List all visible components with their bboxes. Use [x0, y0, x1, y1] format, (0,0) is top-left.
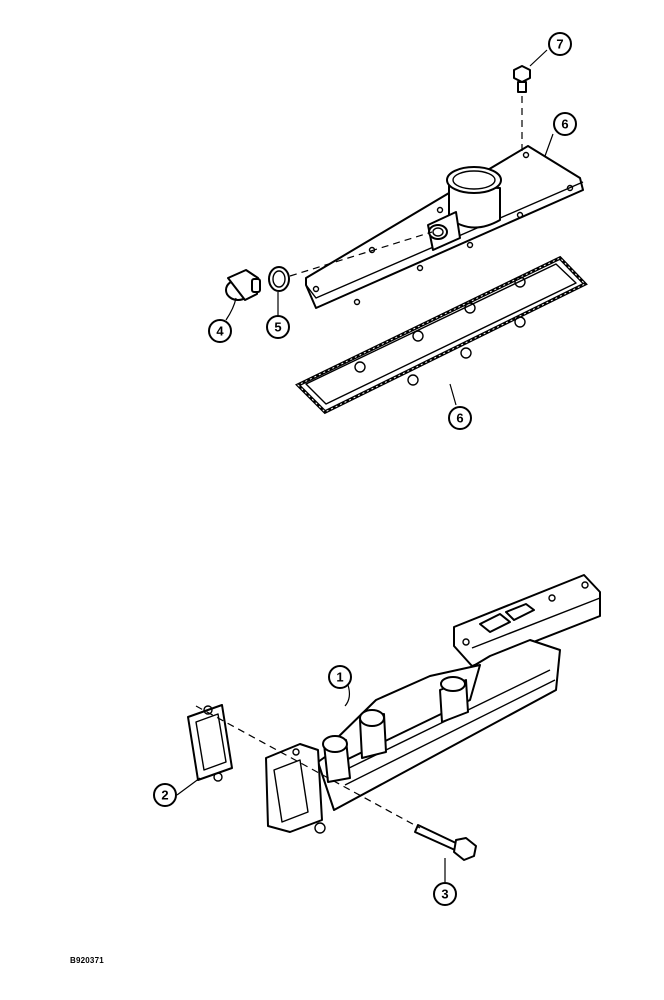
- drawing-reference-number: B920371: [70, 956, 104, 965]
- leader-line-1: [344, 684, 351, 707]
- cover-plate: [305, 145, 584, 309]
- cap-screw: [513, 65, 531, 93]
- callout-3: 3: [433, 882, 457, 906]
- svg-text:5: 5: [274, 320, 281, 335]
- leader-line-4: [225, 297, 237, 321]
- exhaust-manifold: [265, 574, 601, 834]
- callout-6-gasket: 6: [448, 406, 472, 430]
- leader-line-7: [529, 49, 548, 67]
- svg-text:7: 7: [556, 37, 563, 52]
- leader-line-6-gasket: [449, 383, 457, 406]
- callout-1: 1: [328, 665, 352, 689]
- svg-text:2: 2: [161, 788, 168, 803]
- callout-4: 4: [208, 319, 232, 343]
- svg-text:4: 4: [216, 324, 224, 339]
- callout-2: 2: [153, 783, 177, 807]
- alignment-line-plug: [289, 231, 433, 277]
- callout-7: 7: [548, 32, 572, 56]
- manifold-bolt: [414, 824, 477, 861]
- leader-line-6-cover: [544, 133, 554, 157]
- callout-6-cover: 6: [553, 112, 577, 136]
- washer: [268, 266, 290, 292]
- cover-gasket: [295, 255, 588, 415]
- svg-text:3: 3: [441, 887, 448, 902]
- leader-line-2: [176, 777, 201, 796]
- callout-5: 5: [266, 315, 290, 339]
- svg-text:6: 6: [561, 117, 568, 132]
- alignment-line-manifold: [195, 705, 421, 829]
- plug: [225, 269, 261, 301]
- svg-text:6: 6: [456, 411, 463, 426]
- manifold-gasket: [187, 704, 233, 782]
- svg-text:1: 1: [336, 670, 343, 685]
